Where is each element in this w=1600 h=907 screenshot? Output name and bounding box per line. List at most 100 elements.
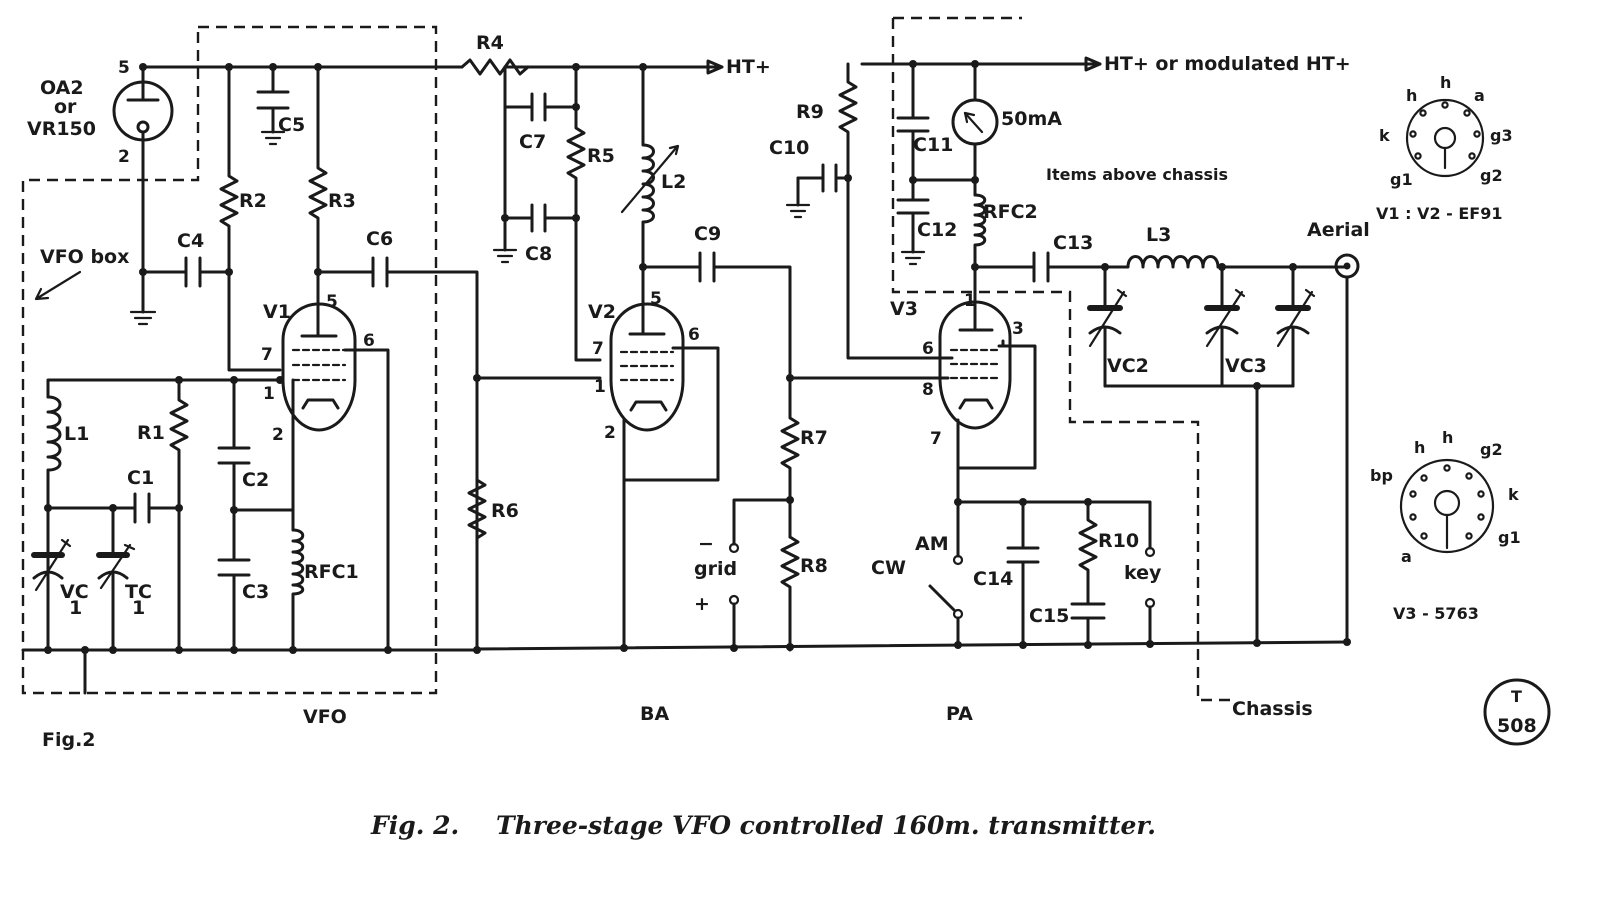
label-key: key — [1124, 562, 1162, 584]
label-tc1: TC — [125, 581, 152, 603]
label-v2-pin2: 2 — [604, 423, 616, 443]
r1-resistor — [169, 378, 189, 652]
l3-coil — [1105, 255, 1349, 269]
grid-minus-terminal[interactable] — [728, 542, 740, 554]
l1-coil — [46, 395, 62, 652]
label-c15: C15 — [1029, 605, 1069, 627]
label-v1-pin7: 7 — [261, 345, 273, 365]
label-c3: C3 — [242, 581, 269, 603]
junction-dots — [44, 60, 1351, 654]
label-tc1-sub: 1 — [132, 597, 145, 619]
label-c8: C8 — [525, 243, 552, 265]
label-b1-k: k — [1379, 126, 1390, 145]
label-grid: grid — [694, 558, 737, 580]
label-ht-plus: HT+ — [726, 56, 771, 78]
l2-tuning-arrow — [620, 144, 680, 214]
tc1-trimmer-capacitor — [96, 506, 136, 652]
vc3-variable-capacitor — [1204, 265, 1316, 388]
label-b2-h2: h — [1442, 428, 1453, 447]
label-b1-h1: h — [1406, 86, 1417, 105]
c4-capacitor — [141, 256, 231, 288]
label-grid-plus: + — [694, 593, 710, 615]
label-b2-g1: g1 — [1498, 528, 1521, 547]
l2-tuned-coil — [641, 65, 655, 302]
aerial-terminal-icon[interactable] — [1334, 253, 1360, 644]
label-stamp-t: T — [1511, 687, 1522, 706]
grid-bias-wire — [732, 498, 792, 546]
label-v2-pin6: 6 — [688, 325, 700, 345]
label-b1-caption: V1 : V2 - EF91 — [1376, 204, 1502, 223]
label-vc1: VC — [60, 581, 89, 603]
label-v2-pin5: 5 — [650, 289, 662, 309]
ground-bus-main — [475, 640, 1349, 651]
r5-resistor — [566, 108, 602, 362]
stamp-badge — [1483, 678, 1551, 746]
label-or: or — [54, 96, 77, 118]
label-r9: R9 — [796, 101, 824, 123]
c13-capacitor — [973, 251, 1109, 283]
ef91-base-diagram — [1405, 98, 1485, 178]
c7-capacitor — [503, 92, 578, 122]
label-r2: R2 — [239, 190, 267, 212]
r3-resistor — [308, 65, 328, 320]
c15-capacitor — [1070, 602, 1106, 647]
label-pa-section: PA — [946, 703, 973, 725]
label-b1-g1: g1 — [1390, 170, 1413, 189]
label-rfc1: RFC1 — [304, 561, 359, 583]
label-r7: R7 — [800, 427, 828, 449]
label-c4: C4 — [177, 230, 204, 252]
label-r1: R1 — [137, 422, 165, 444]
label-c12: C12 — [917, 219, 957, 241]
c5-capacitor — [256, 65, 290, 134]
am-terminal[interactable] — [952, 554, 964, 566]
label-v3-pin7: 7 — [930, 429, 942, 449]
oa2-tube — [112, 65, 174, 314]
tank-return — [1103, 384, 1295, 647]
label-b2-caption: V3 - 5763 — [1393, 604, 1479, 623]
meter-50ma-icon — [951, 62, 999, 197]
r10-resistor — [1078, 500, 1098, 606]
label-b2-g2: g2 — [1480, 440, 1503, 459]
label-rfc2: RFC2 — [983, 201, 1038, 223]
label-l3: L3 — [1146, 224, 1171, 246]
ground-c8 — [492, 248, 518, 264]
r7-resistor — [780, 376, 800, 539]
label-b1-h2: h — [1440, 73, 1451, 92]
label-v3-pin1: 1 — [964, 291, 976, 311]
label-v1-pin2: 2 — [272, 425, 284, 445]
label-c1: C1 — [127, 467, 154, 489]
label-vc2: VC2 — [1107, 355, 1149, 377]
label-b2-bp: bp — [1370, 466, 1393, 485]
label-c10: C10 — [769, 137, 809, 159]
label-c14: C14 — [973, 568, 1013, 590]
label-v1: V1 — [263, 301, 291, 323]
caption-title: Three-stage VFO controlled 160m. transmi… — [496, 811, 1156, 840]
ht-arrow — [698, 59, 724, 75]
v2-tube — [609, 298, 685, 432]
c14-capacitor — [1006, 500, 1040, 647]
key-terminal-top[interactable] — [1144, 546, 1156, 558]
label-v1-pin1: 1 — [263, 384, 275, 404]
r4-resistor — [460, 58, 530, 76]
ht-mod-arrow — [1084, 56, 1102, 72]
ba-dec-rail — [503, 65, 578, 252]
c3-capacitor — [217, 558, 251, 652]
5763-base-diagram — [1399, 458, 1495, 554]
label-v3-pin6: 6 — [922, 339, 934, 359]
label-cw: CW — [871, 557, 906, 579]
label-stamp-num: 508 — [1497, 715, 1537, 737]
label-r8: R8 — [800, 555, 828, 577]
r8-resistor — [780, 535, 800, 652]
v3-tube — [938, 300, 1037, 470]
label-v1-pin5: 5 — [326, 292, 338, 312]
label-c7: C7 — [519, 131, 546, 153]
label-b1-g2: g2 — [1480, 166, 1503, 185]
ground-oa2 — [129, 310, 157, 326]
label-r6: R6 — [491, 500, 519, 522]
label-b2-k: k — [1508, 485, 1519, 504]
label-r4: R4 — [476, 32, 504, 54]
chassis-outline — [891, 16, 1230, 702]
am-cw-switch[interactable] — [928, 584, 956, 612]
v1-tube — [281, 302, 382, 432]
label-v3-pin8: 8 — [922, 380, 934, 400]
